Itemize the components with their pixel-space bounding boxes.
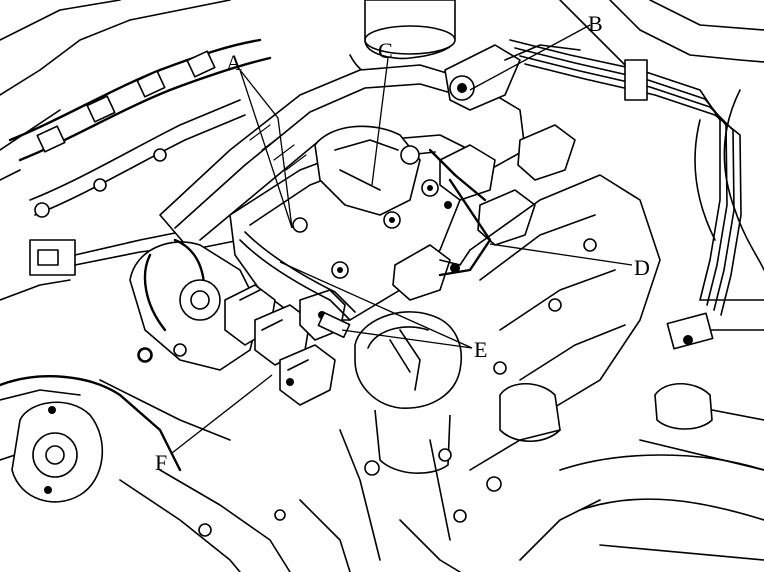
callout-labels: A B C D E F bbox=[155, 11, 650, 475]
wiring-harness-right bbox=[509, 39, 742, 350]
callout-F: F bbox=[155, 450, 167, 475]
leader-A-1 bbox=[239, 69, 293, 229]
right-bank-cover bbox=[469, 174, 713, 442]
ignition-coil bbox=[314, 125, 421, 216]
lower-brackets bbox=[198, 429, 561, 572]
leader-C bbox=[371, 57, 389, 186]
callout-C: C bbox=[378, 38, 393, 63]
front-pulley bbox=[0, 348, 231, 503]
leader-E-2 bbox=[341, 329, 473, 349]
connector-cluster bbox=[224, 284, 346, 406]
leader-lines bbox=[171, 24, 633, 454]
leader-B bbox=[469, 24, 591, 91]
callout-B: B bbox=[588, 11, 603, 36]
fuel-pressure-regulator bbox=[444, 44, 581, 111]
leader-E-1 bbox=[279, 261, 473, 349]
leader-F bbox=[171, 374, 273, 454]
leader-D bbox=[489, 243, 633, 266]
callout-A: A bbox=[226, 50, 242, 75]
leader-A-2 bbox=[239, 69, 293, 229]
filler-neck bbox=[349, 0, 481, 87]
callout-E: E bbox=[474, 337, 487, 362]
right-bank-connectors bbox=[392, 124, 576, 301]
left-fuel-rail bbox=[0, 38, 272, 301]
callout-D: D bbox=[634, 255, 650, 280]
